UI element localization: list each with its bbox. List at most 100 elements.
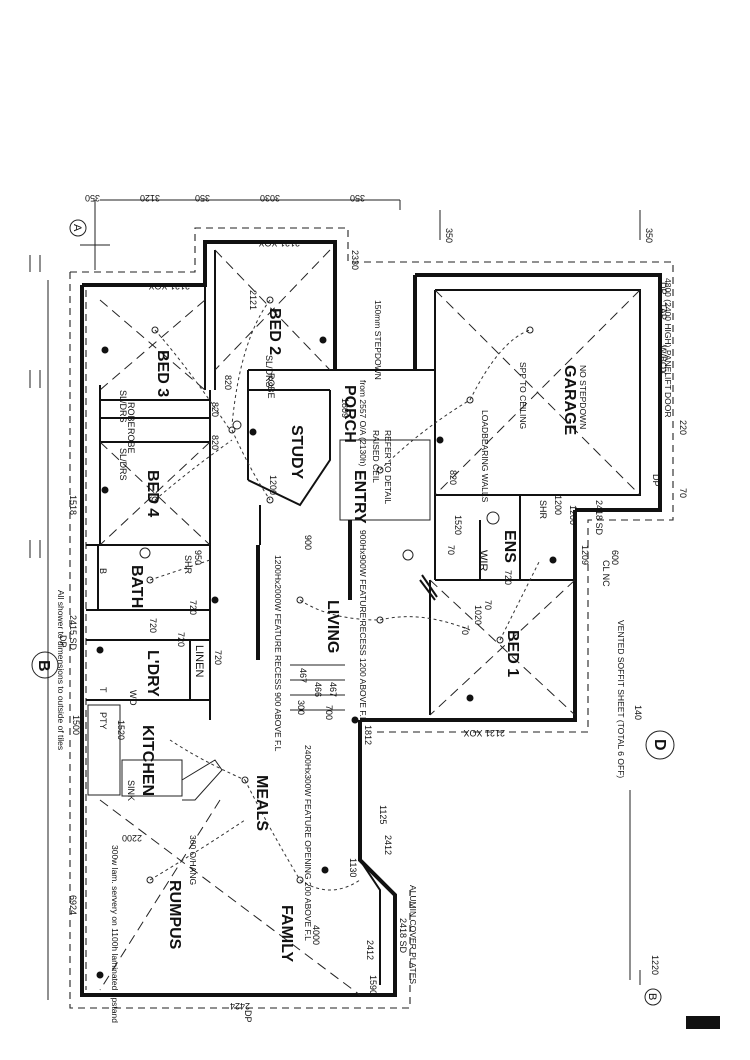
dim: 2412 xyxy=(383,835,393,855)
label-sink: SINK xyxy=(126,780,136,801)
label-dp: DP xyxy=(651,474,661,487)
room-laundry: L'DRY xyxy=(144,650,161,697)
room-entry: ENTRY xyxy=(351,470,368,524)
label-sldrs: SL/DRS xyxy=(264,355,274,388)
dim: 300 xyxy=(296,700,306,715)
label-cl-nc: CL NC xyxy=(601,560,611,587)
electrical-wiring xyxy=(149,299,541,891)
label-robe: ROBE xyxy=(266,373,276,399)
dim: 2200 xyxy=(122,833,142,843)
dim: 70 xyxy=(678,488,688,498)
note-all-shower: All shower to dimensions to outside of t… xyxy=(56,590,66,750)
note-overhang: 300 O/HANG xyxy=(188,835,198,885)
grid-marker-b xyxy=(31,651,59,679)
dim: 720 xyxy=(213,650,223,665)
dim: 1200 xyxy=(553,495,563,515)
grid-label-b2: B xyxy=(646,993,658,1000)
dim: 1209 xyxy=(580,545,590,565)
note-garage-door: 4800 (2400 HIGH) PANELIFT DOOR xyxy=(663,278,673,418)
note-from-2557: from 2557 O/A (2130h) xyxy=(358,380,368,467)
label-dp: DP xyxy=(58,635,68,648)
dim: 6924 xyxy=(68,895,78,915)
dim: 350 xyxy=(195,193,210,203)
dim: 350 xyxy=(85,193,100,203)
room-bed4: BED 4 xyxy=(144,470,161,517)
dim: 4000 xyxy=(311,925,321,945)
room-bed2: BED 2 xyxy=(266,308,283,355)
room-rumpus: RUMPUS xyxy=(166,880,183,950)
room-labels: BED 3 BED 2 BED 4 STUDY PORCH ENTRY GARA… xyxy=(128,308,578,963)
dim: 820 xyxy=(223,375,233,390)
dim: 1590 xyxy=(368,975,378,995)
room-living: LIVING xyxy=(324,600,341,653)
dim: 2418 SD xyxy=(398,918,408,954)
room-bath: BATH xyxy=(128,565,145,608)
corner-block xyxy=(686,1016,720,1029)
dim: 140 xyxy=(633,705,643,720)
dim: 2121 XOX xyxy=(463,728,505,738)
dim: 720 xyxy=(188,600,198,615)
dim: 3030 xyxy=(260,193,280,203)
note-loadbearing: LOADBEARING WALLS xyxy=(480,410,490,503)
grid-label-b: B xyxy=(35,660,52,672)
interior-walls xyxy=(86,250,641,985)
dim: 467 xyxy=(298,668,308,683)
room-garage: GARAGE xyxy=(561,365,578,436)
light-fittings xyxy=(139,296,534,884)
dim: 1020 xyxy=(473,605,483,625)
note-raised-ceiling: RAISED CEIL xyxy=(371,430,381,483)
dim: 2418 SD xyxy=(594,500,604,536)
label-dp: DP xyxy=(658,282,668,295)
dim: 350 xyxy=(644,228,654,243)
label-robe: ROBE xyxy=(126,402,136,428)
label-shr: SHR xyxy=(183,555,193,575)
dim: 1520 xyxy=(453,515,463,535)
outer-walls xyxy=(69,227,674,1009)
label-sldrs: SL/DRS xyxy=(118,448,128,481)
room-wir: WIR xyxy=(477,550,489,571)
note-feature-recess-1: 1200Hx2000W FEATURE RECESS 900 ABOVE F.L xyxy=(273,555,283,752)
dim: 720 xyxy=(176,632,186,647)
dim: 820 xyxy=(448,470,458,485)
room-bed3: BED 3 xyxy=(154,350,171,397)
grid-marker-d xyxy=(645,730,675,760)
dim: 1809 xyxy=(340,398,350,418)
note-vented-soffit: VENTED SOFFIT SHEET (TOTAL 6 OFF) xyxy=(616,620,626,778)
dim: 2330 xyxy=(350,250,360,270)
dim: 1518 xyxy=(68,495,78,515)
dim: 2121 XOX xyxy=(148,281,190,291)
dim: 350 xyxy=(444,228,454,243)
grid-markers xyxy=(29,199,675,1006)
label-t: T xyxy=(98,687,108,693)
label-robe: ROBE xyxy=(126,428,136,454)
room-linen: LINEN xyxy=(193,645,205,677)
grid-labels: A B D B xyxy=(35,224,668,1000)
grid-marker-b2 xyxy=(644,988,662,1006)
dim: 1200 xyxy=(268,475,278,495)
notes: 4800 (2400 HIGH) PANELIFT DOOR SPP TO CE… xyxy=(56,278,673,1023)
dim: 1130 xyxy=(348,858,358,877)
label-wo: WO xyxy=(128,690,138,706)
label-dp: DP xyxy=(243,1010,253,1023)
room-kitchen: KITCHEN xyxy=(139,725,156,796)
dim: 3120 xyxy=(140,193,160,203)
note-feature-opening: 2400Hx300W FEATURE OPENING 200 ABOVE F.L xyxy=(303,745,313,941)
grid-label-a: A xyxy=(71,224,83,232)
dim: 2424 xyxy=(230,1001,250,1011)
dim: 2121 XOX xyxy=(258,238,300,248)
label-pantry: PTY xyxy=(98,712,108,730)
label-shr: SHR xyxy=(538,500,548,520)
dim: 220 xyxy=(678,420,688,435)
dim: 350 xyxy=(350,193,365,203)
dimensions: 350 3120 350 3030 350 350 350 2121 XOX 2… xyxy=(68,193,688,1011)
note-no-stepdown: NO STEPDOWN xyxy=(578,365,588,429)
grid-marker-a xyxy=(69,219,87,237)
dim: 1220 xyxy=(650,955,660,975)
dim: 820 xyxy=(210,402,220,417)
fixture-labels: SL/DRS ROBE ROBE SL/DRS SL/DRS ROBE SHR … xyxy=(58,282,668,1023)
dim: 467 xyxy=(328,682,338,697)
room-ens: ENS xyxy=(501,530,518,563)
note-feature-recess-2: 900Hx900W FEATURE RECESS 1200 ABOVE F.L xyxy=(358,530,368,722)
room-family: FAMILY xyxy=(278,905,295,963)
note-alumin-plates: ALUMIN COVER PLATES xyxy=(408,885,418,984)
